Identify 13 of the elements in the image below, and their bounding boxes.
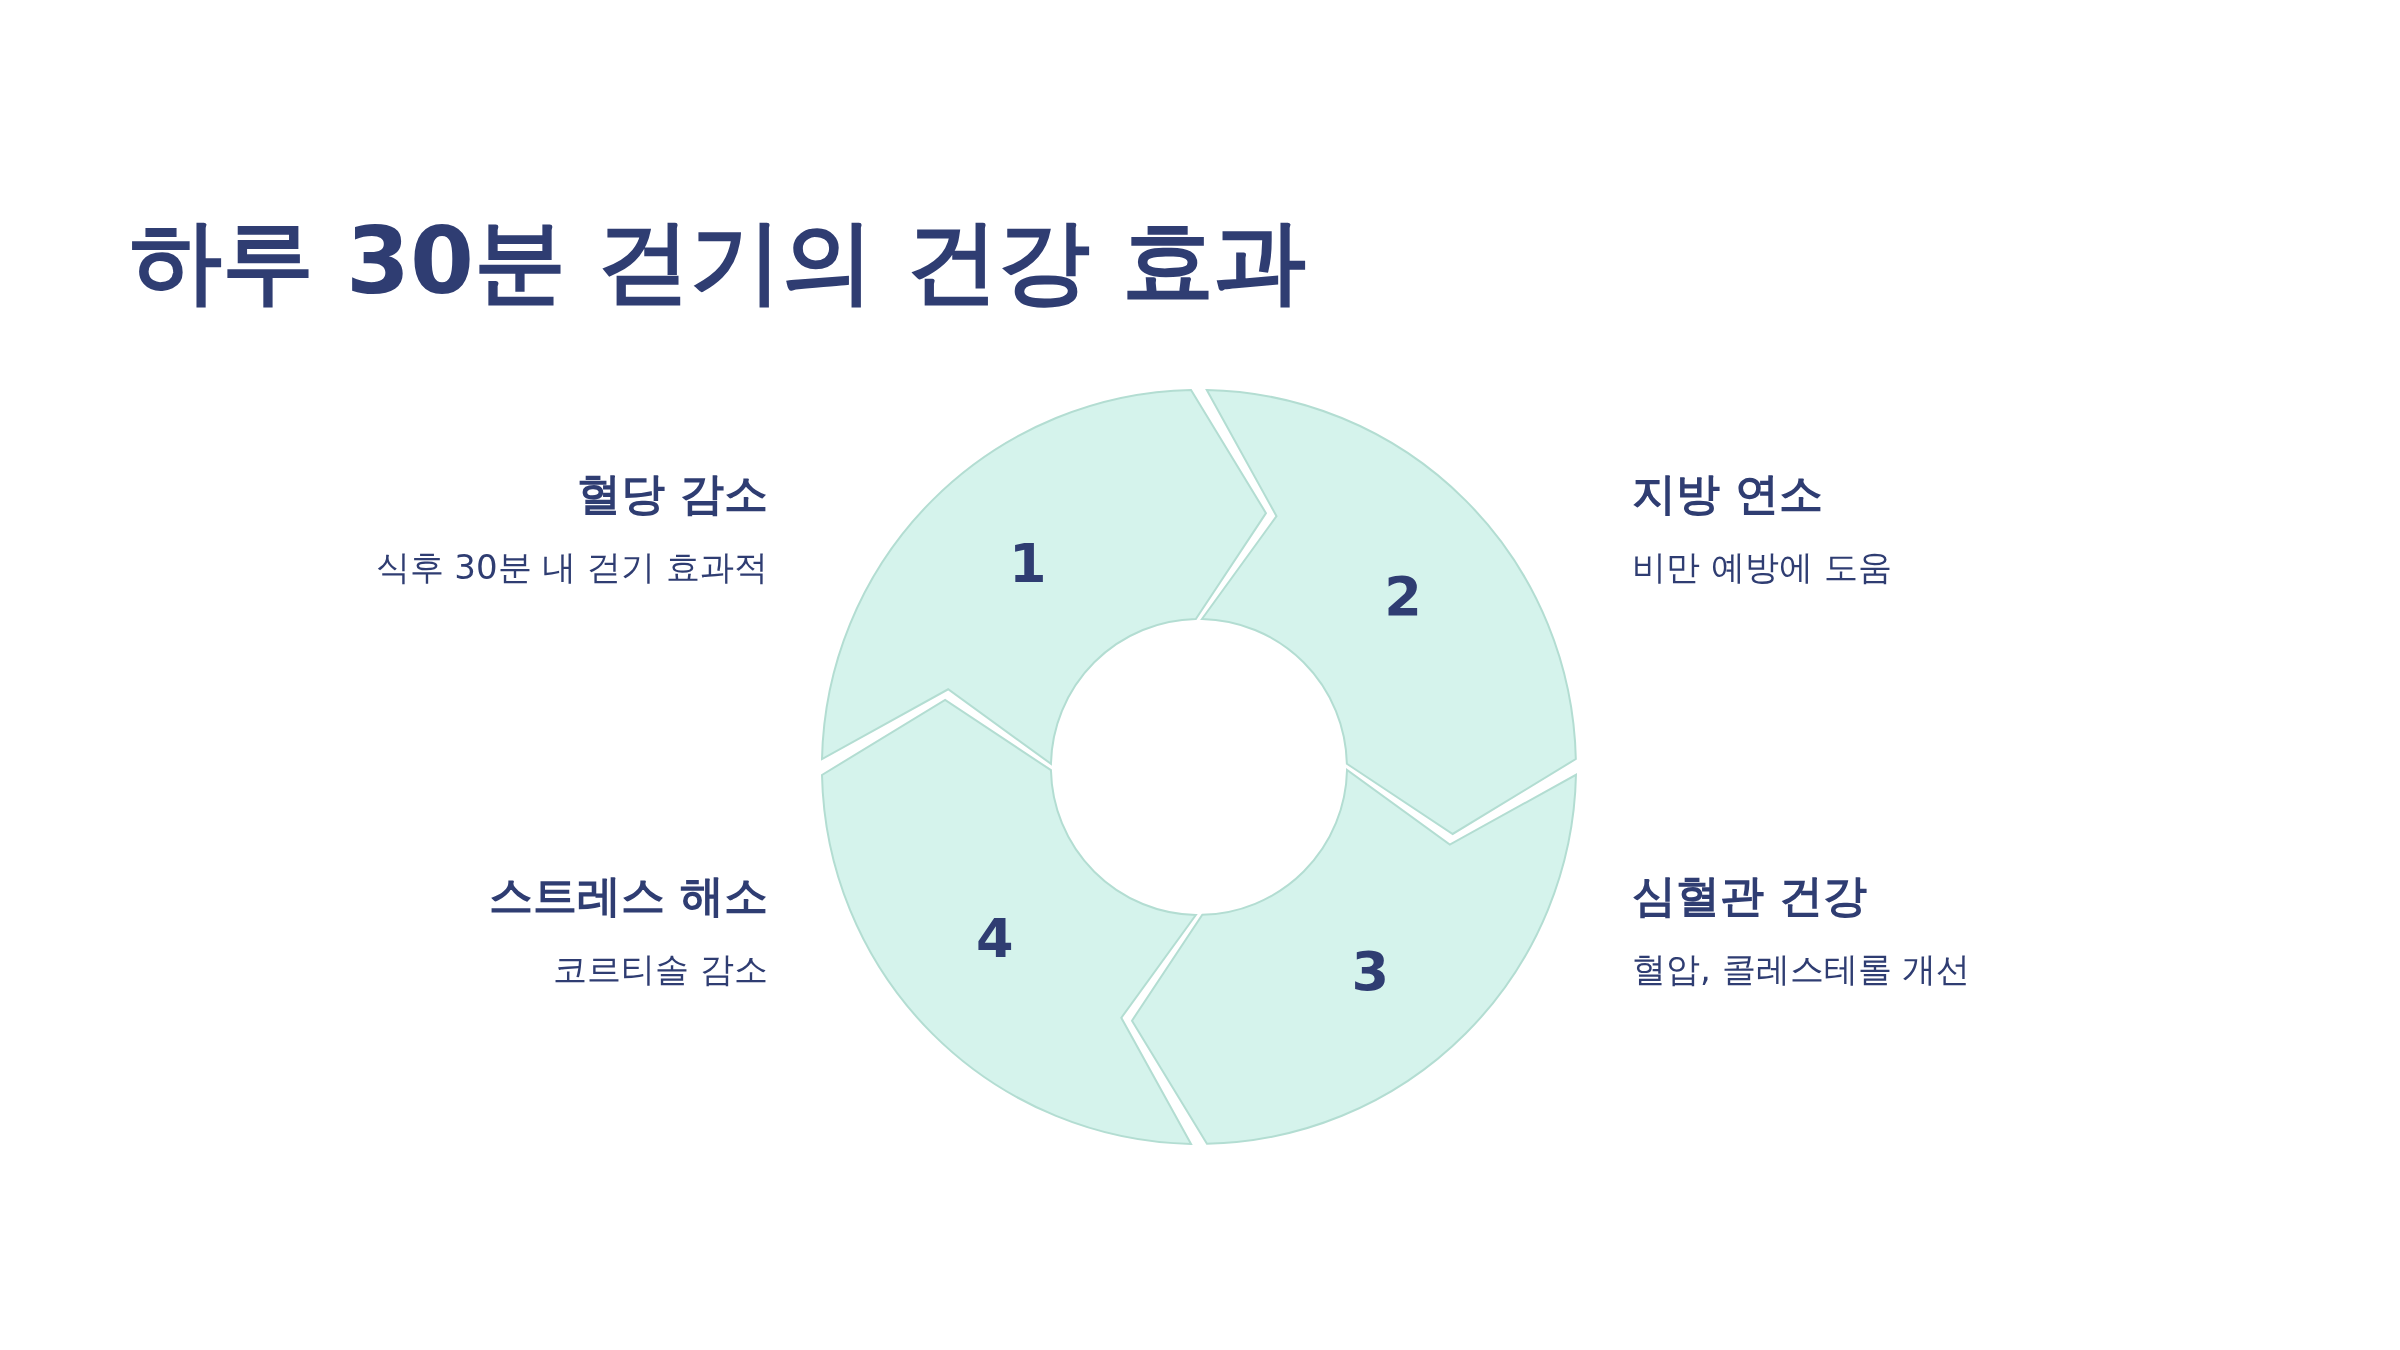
- step-number: 4: [976, 906, 1014, 970]
- step-description: 혈압, 콜레스테롤 개선: [1632, 948, 1971, 991]
- step-heading: 지방 연소: [1632, 467, 1824, 521]
- title: 하루 30분 걷기의 건강 효과: [130, 207, 1307, 317]
- step-description: 코르티솔 감소: [553, 948, 768, 991]
- step-description: 비만 예방에 도움: [1632, 546, 1892, 589]
- step-number: 3: [1351, 939, 1390, 1003]
- step-heading: 혈당 감소: [576, 467, 768, 521]
- step-number: 1: [1008, 531, 1047, 595]
- step-number: 2: [1384, 564, 1422, 628]
- step-heading: 스트레스 해소: [488, 869, 768, 923]
- step-description: 식후 30분 내 걷기 효과적: [375, 546, 768, 589]
- step-heading: 심혈관 건강: [1632, 869, 1868, 923]
